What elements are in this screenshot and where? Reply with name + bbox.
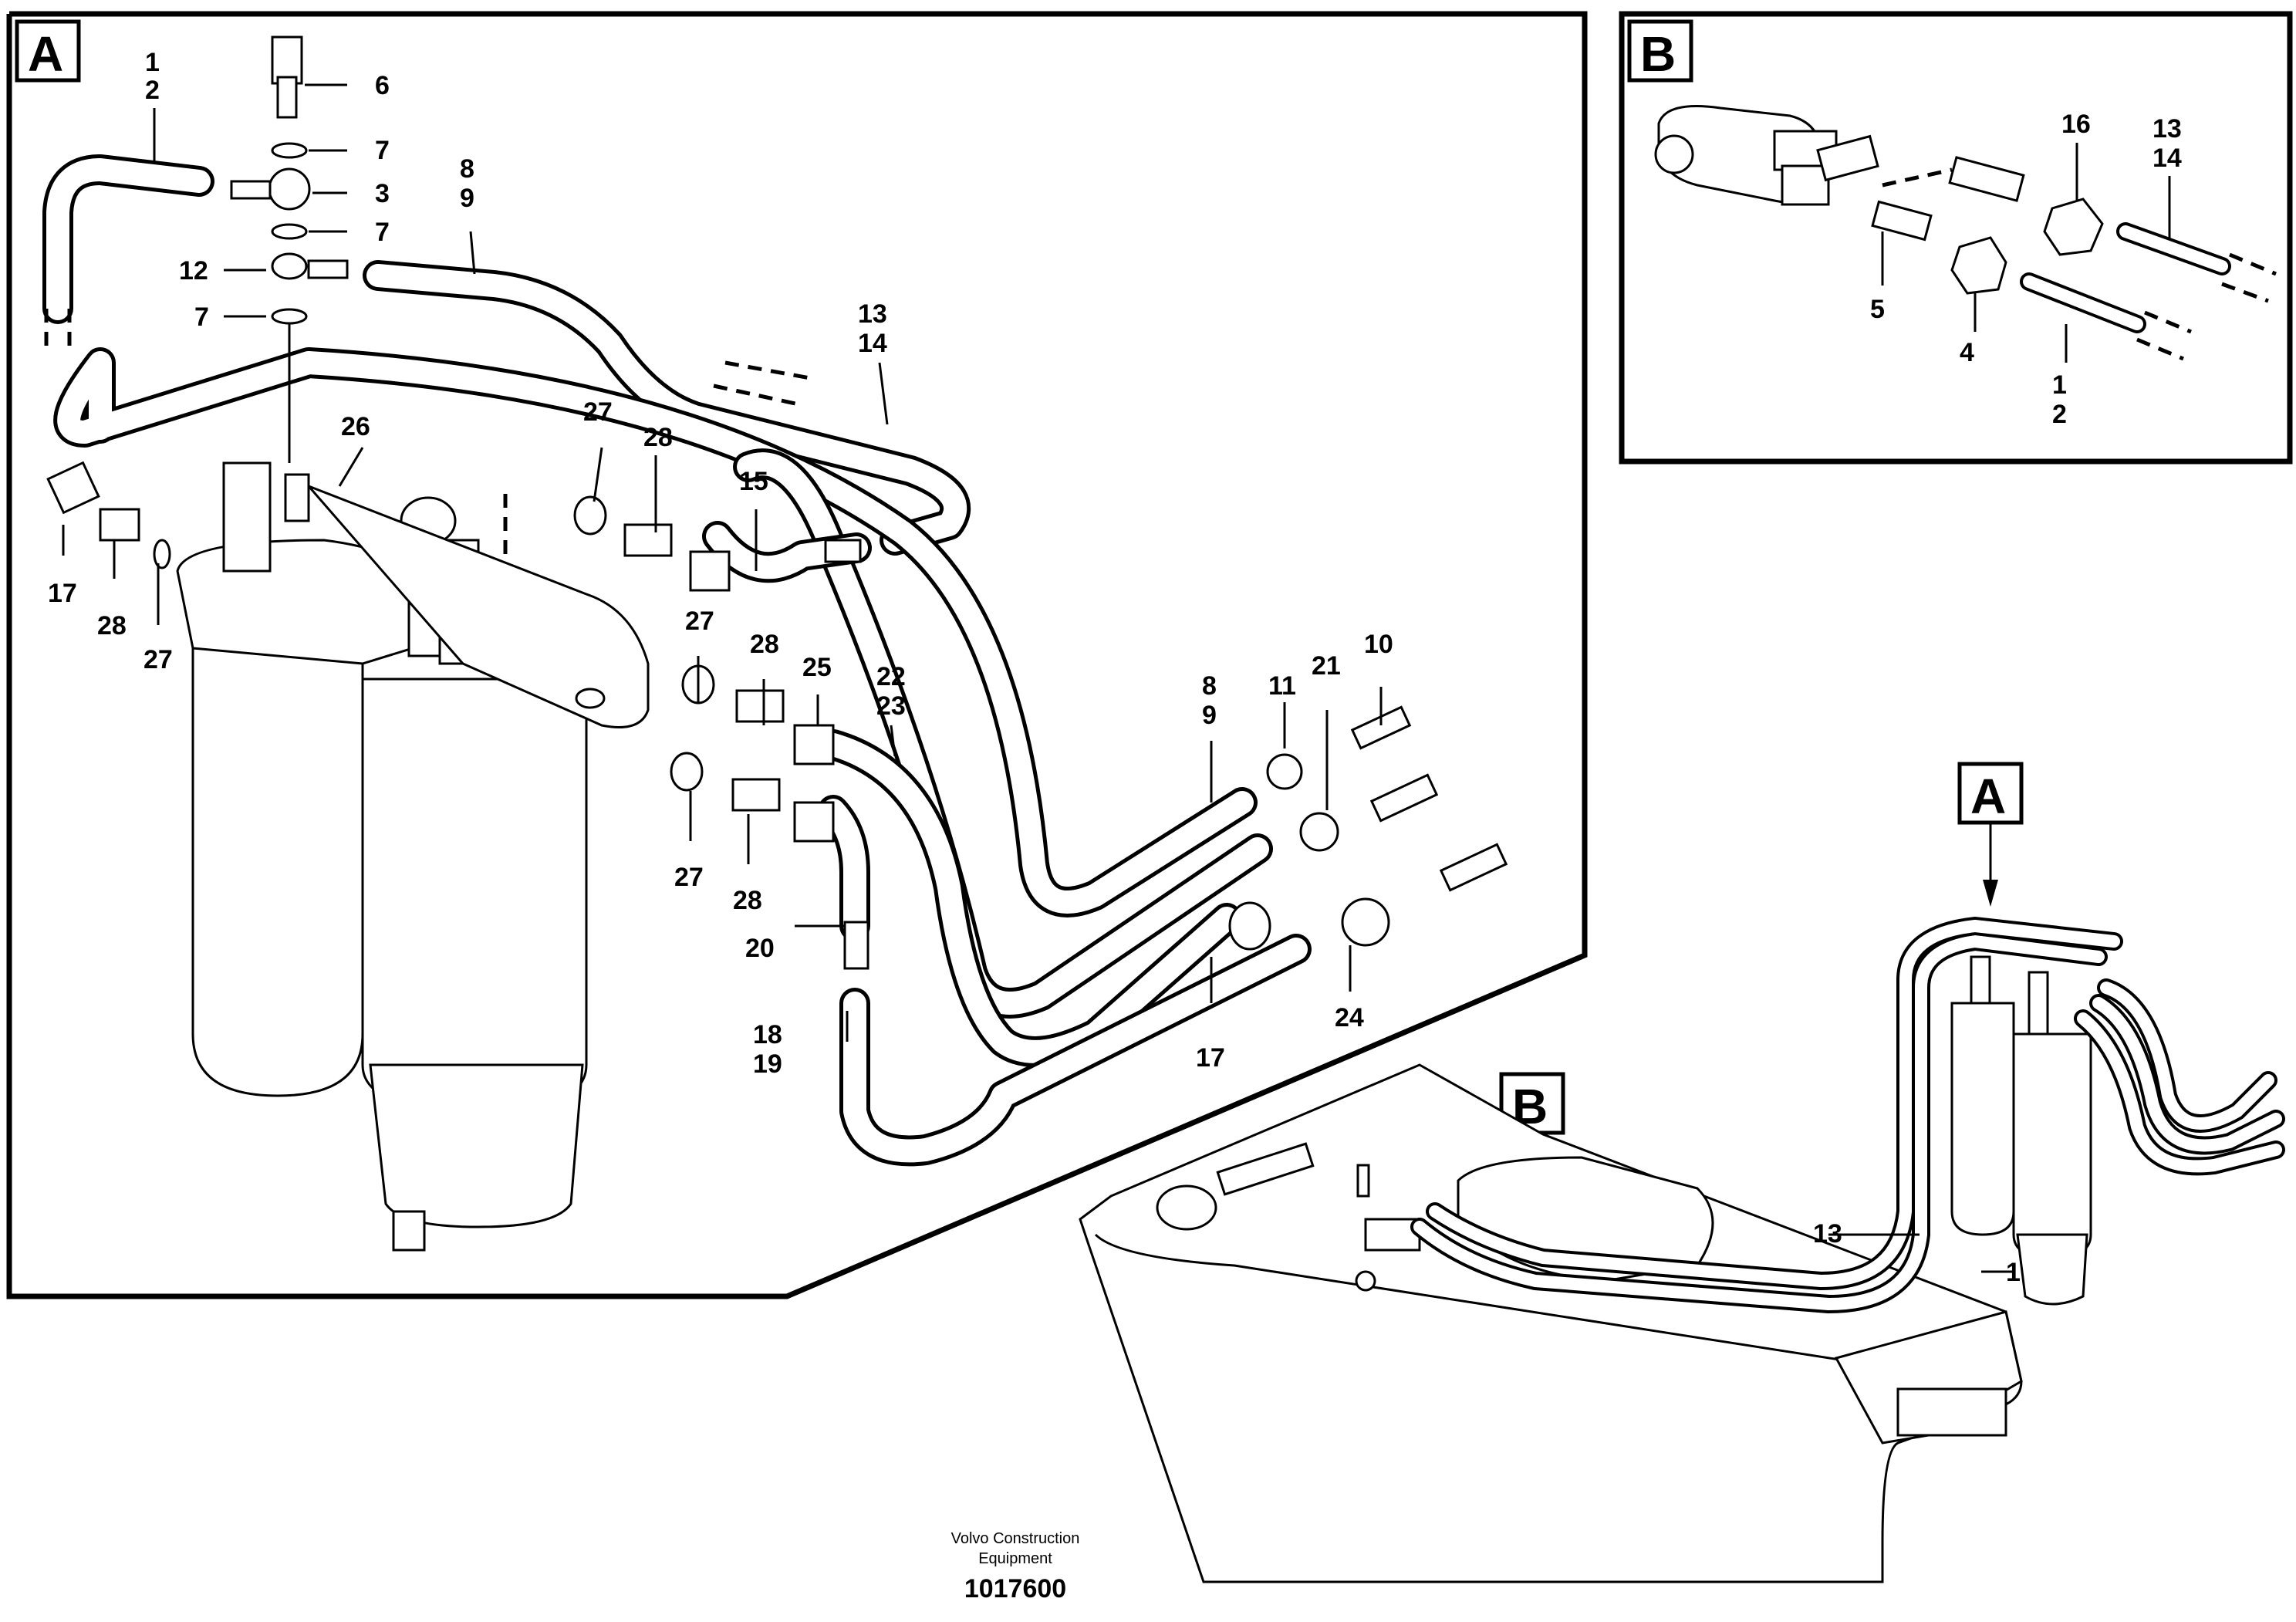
- callout-27: 27: [674, 863, 704, 892]
- callout-23: 23: [876, 691, 906, 721]
- fittings: [46, 461, 1508, 970]
- callout-5: 5: [1870, 295, 1885, 324]
- mounting-bracket: [307, 485, 650, 728]
- callout-8: 8: [460, 154, 474, 184]
- tank-sender-unit: [1654, 105, 1879, 206]
- callout-20: 20: [745, 934, 775, 963]
- mini-filter-assembly: [1950, 955, 2092, 1306]
- callout-2: 2: [145, 76, 160, 105]
- callout-labels-b: 16 13 14 5 4 1 2: [1870, 110, 2182, 429]
- coupling-16-side: [1948, 156, 2025, 202]
- callout-27: 27: [144, 645, 173, 674]
- detail-panel-b: B 16 13 14 5: [1619, 11, 2293, 465]
- callout-22: 22: [876, 662, 906, 691]
- callout-16: 16: [2061, 110, 2091, 139]
- callout-6: 6: [375, 71, 390, 100]
- callout-12: 12: [179, 256, 208, 286]
- overview-assembly: A B: [1079, 762, 2285, 1583]
- callout-13: 13: [1813, 1219, 1842, 1249]
- callout-2: 2: [2052, 400, 2067, 429]
- detail-panel-a: A: [6, 11, 1588, 1299]
- panel-a-label: A: [28, 26, 63, 82]
- callout-19: 19: [753, 1049, 782, 1079]
- callout-11: 11: [1268, 671, 1296, 701]
- callout-7: 7: [375, 218, 390, 247]
- callout-28: 28: [643, 423, 673, 452]
- panel-b-label: B: [1640, 26, 1676, 82]
- callout-14: 14: [858, 329, 887, 358]
- callout-13: 13: [2152, 114, 2182, 144]
- callout-1: 1: [2052, 370, 2067, 400]
- callout-3: 3: [375, 179, 390, 208]
- callout-7: 7: [194, 302, 209, 332]
- callout-28: 28: [750, 630, 779, 659]
- nut-4: [1950, 236, 2007, 295]
- callout-21: 21: [1312, 651, 1341, 681]
- banjo-bolt-stack: [230, 35, 349, 463]
- callout-17: 17: [48, 579, 77, 608]
- callout-25: 25: [802, 653, 832, 682]
- callout-15: 15: [739, 467, 768, 496]
- drawing-number: 1017600: [964, 1574, 1066, 1603]
- callout-labels-a: 1 2 6 7 3 7 12 7 8 9 13 14 26 27 28 15 1…: [48, 48, 1393, 1079]
- publisher-line-1: Volvo Construction: [951, 1530, 1080, 1547]
- callout-17: 17: [1196, 1043, 1225, 1073]
- callout-27: 27: [583, 397, 613, 427]
- callout-4: 4: [1960, 338, 1974, 367]
- fuel-tank: [1079, 1063, 2023, 1583]
- callout-24: 24: [1335, 1003, 1364, 1032]
- callout-1: 1: [145, 48, 160, 77]
- nut-16: [2043, 198, 2104, 256]
- leader-lines-a: [62, 83, 1383, 1042]
- callout-28: 28: [733, 886, 762, 915]
- hose-group: [42, 154, 1312, 1167]
- callout-9: 9: [1202, 701, 1217, 730]
- callout-13: 13: [858, 299, 887, 329]
- callout-1: 1: [2006, 1258, 2021, 1287]
- callout-7: 7: [375, 136, 390, 165]
- overview-a-label: A: [1970, 769, 2006, 824]
- callout-10: 10: [1364, 630, 1393, 659]
- publisher-line-2: Equipment: [978, 1550, 1052, 1567]
- callout-18: 18: [753, 1020, 782, 1049]
- leader-lines-b: [1881, 143, 2171, 363]
- callout-26: 26: [341, 412, 370, 441]
- callout-14: 14: [2152, 144, 2182, 173]
- callout-28: 28: [97, 611, 127, 640]
- callout-8: 8: [1202, 671, 1217, 701]
- callout-9: 9: [460, 184, 474, 213]
- callout-27: 27: [685, 607, 714, 636]
- coupling-5: [1871, 200, 1933, 242]
- footer-credit: Volvo Construction Equipment 1017600: [951, 1530, 1080, 1603]
